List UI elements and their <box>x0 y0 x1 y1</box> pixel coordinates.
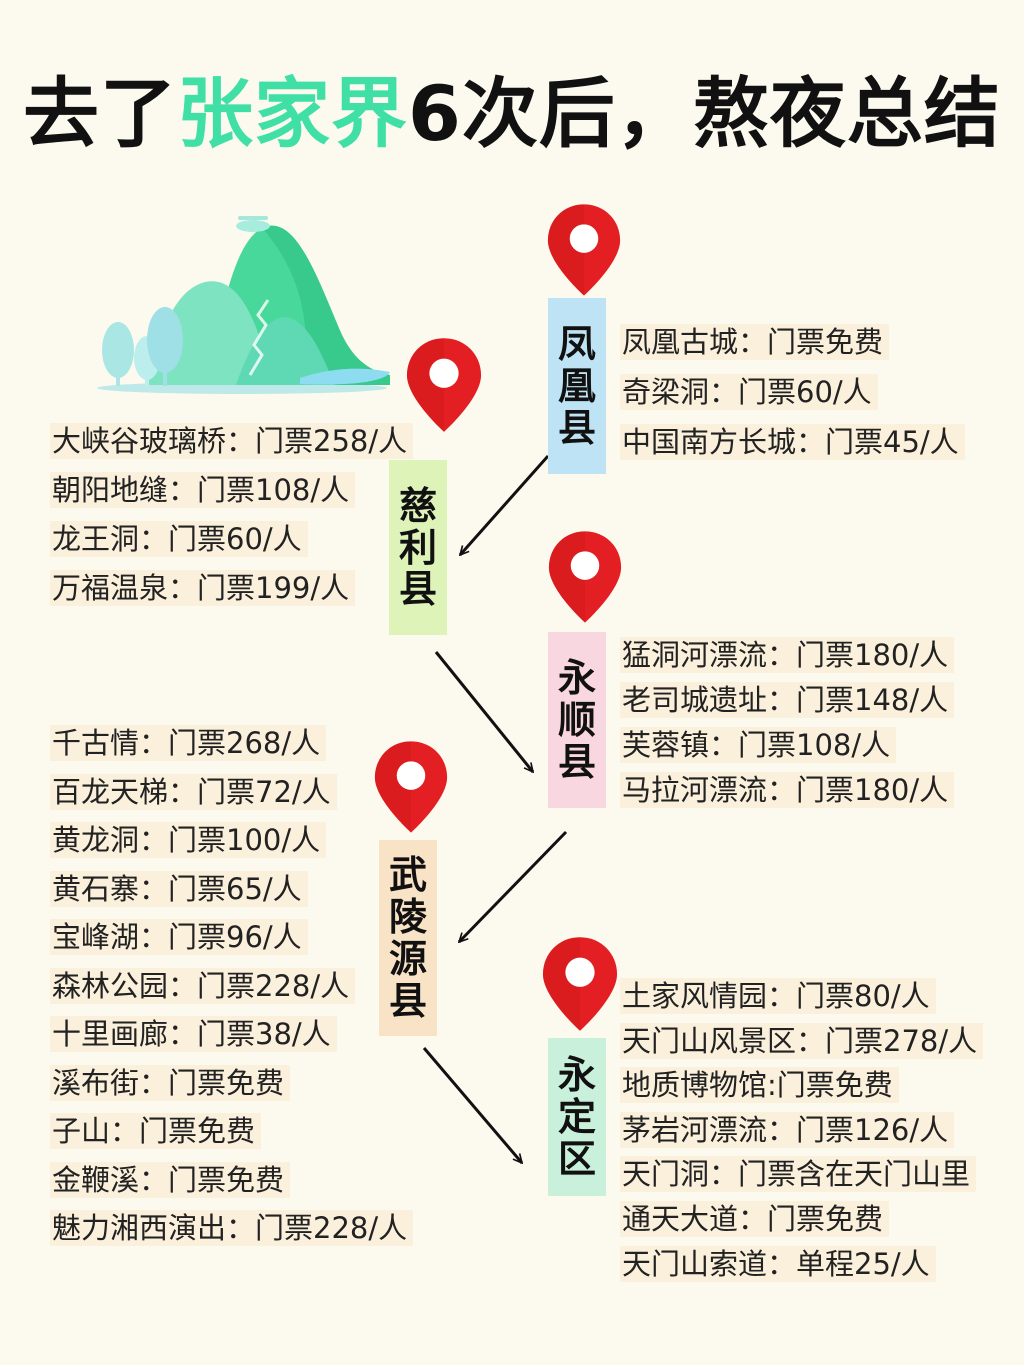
attraction-item: 奇梁洞：门票60/人 <box>620 374 878 410</box>
attraction-item: 凤凰古城：门票免费 <box>620 324 890 360</box>
attraction-item: 天门山风景区：门票278/人 <box>620 1022 984 1059</box>
county-name: 永顺县 <box>557 655 596 784</box>
attraction-item: 地质博物馆:门票免费 <box>620 1067 899 1104</box>
county-name: 慈利县 <box>398 482 437 612</box>
route-arrow <box>434 651 535 772</box>
attraction-item: 森林公园：门票228/人 <box>50 967 356 1004</box>
attraction-item: 马拉河漂流：门票180/人 <box>620 772 955 808</box>
attraction-item: 茅岩河漂流：门票126/人 <box>620 1111 955 1148</box>
attraction-item: 宝峰湖：门票96/人 <box>50 919 308 955</box>
attraction-item: 十里画廊：门票38/人 <box>50 1016 337 1052</box>
title-suffix: 6次后，熬夜总结 <box>408 69 1001 158</box>
county-name: 武陵源县 <box>388 852 427 1023</box>
county-label-fenghuang: 凤凰县 <box>548 298 606 474</box>
page-title: 去了张家界6次后，熬夜总结 <box>0 52 1024 162</box>
route-arrow <box>460 455 550 555</box>
attraction-item: 土家风情园：门票80/人 <box>620 978 936 1014</box>
attraction-item: 猛洞河漂流：门票180/人 <box>620 637 955 673</box>
attraction-item: 芙蓉镇：门票108/人 <box>620 727 897 763</box>
attraction-item: 百龙天梯：门票72/人 <box>50 773 337 810</box>
map-pin-icon <box>548 531 622 623</box>
attraction-item: 天门洞：门票含在天门山里 <box>620 1156 977 1193</box>
attraction-item: 万福温泉：门票199/人 <box>50 570 356 606</box>
attraction-item: 龙王洞：门票60/人 <box>50 521 308 557</box>
attraction-item: 朝阳地缝：门票108/人 <box>50 472 356 508</box>
map-pin-icon <box>374 741 448 833</box>
attraction-item: 金鞭溪：门票免费 <box>50 1161 291 1198</box>
attraction-item: 溪布街：门票免费 <box>50 1064 291 1101</box>
attraction-item: 千古情：门票268/人 <box>50 725 327 761</box>
route-arrow <box>459 830 568 942</box>
title-highlight: 张家界 <box>177 69 409 158</box>
attraction-item: 黄龙洞：门票100/人 <box>50 822 327 858</box>
attraction-item: 中国南方长城：门票45/人 <box>620 424 965 460</box>
route-arrow <box>422 1047 522 1163</box>
attraction-item: 黄石寨：门票65/人 <box>50 870 308 907</box>
county-name: 永定区 <box>557 1052 596 1181</box>
map-pin-icon <box>542 937 618 1031</box>
attraction-item: 子山：门票免费 <box>50 1113 262 1149</box>
attraction-item: 通天大道：门票免费 <box>620 1201 890 1237</box>
county-label-cili: 慈利县 <box>389 460 447 635</box>
attraction-item: 老司城遗址：门票148/人 <box>620 682 955 718</box>
county-name: 凤凰县 <box>557 321 596 450</box>
county-label-yongding: 永定区 <box>548 1038 606 1196</box>
county-label-wulingyuan: 武陵源县 <box>379 840 437 1036</box>
attraction-item: 魅力湘西演出：门票228/人 <box>50 1210 414 1246</box>
map-pin-icon <box>547 204 621 296</box>
title-prefix: 去了 <box>23 69 178 158</box>
attraction-item: 天门山索道：单程25/人 <box>620 1245 936 1282</box>
mountain-illustration <box>97 216 390 394</box>
county-label-yongshun: 永顺县 <box>548 632 606 808</box>
map-pin-icon <box>406 338 482 432</box>
attraction-item: 大峡谷玻璃桥：门票258/人 <box>50 423 414 459</box>
